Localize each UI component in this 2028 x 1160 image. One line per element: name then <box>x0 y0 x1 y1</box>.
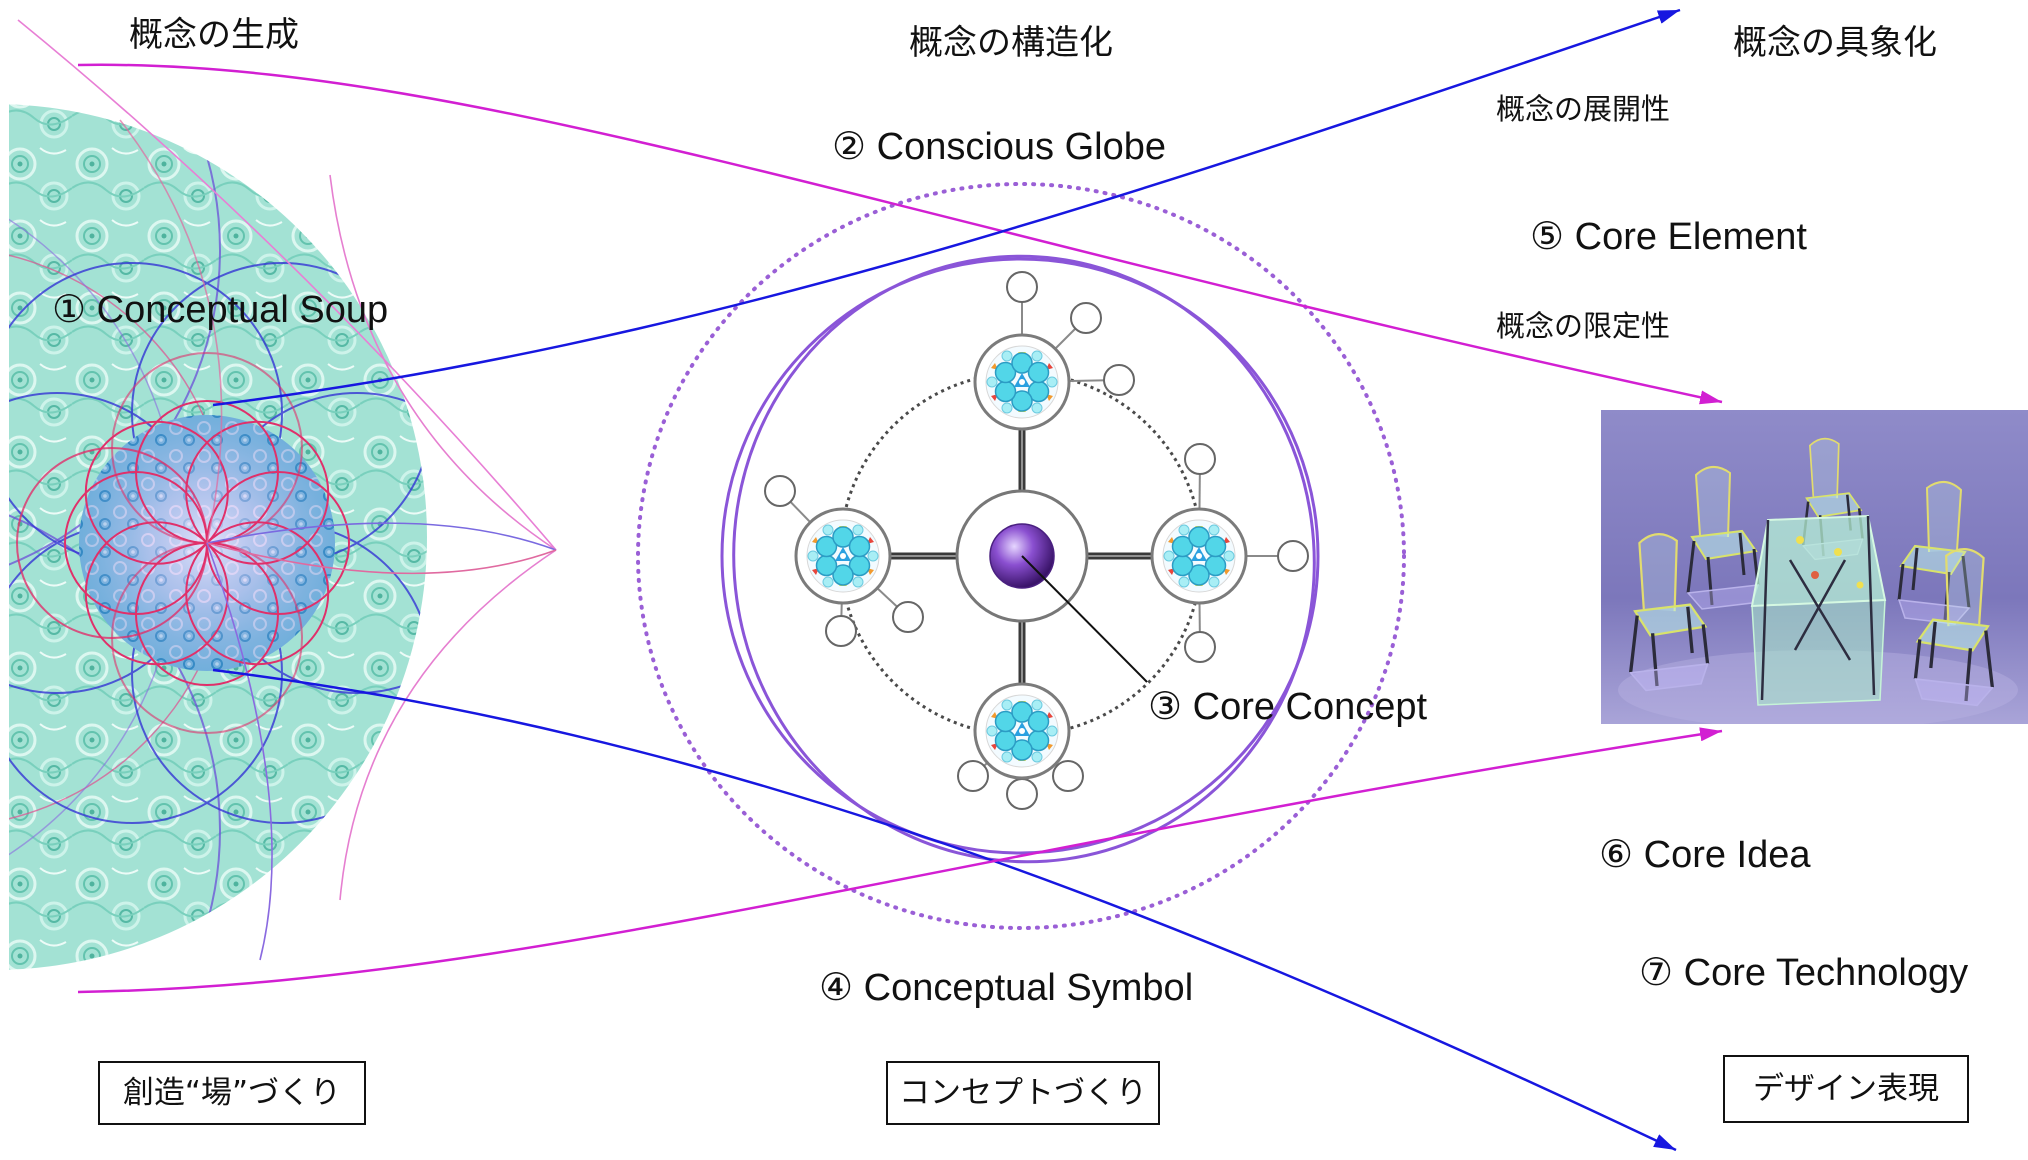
property-label-limitation: 概念の限定性 <box>1496 309 1671 343</box>
core-element-node-bottom <box>973 682 1071 780</box>
globe-inner-ring-b <box>732 254 1316 864</box>
caption-box-concept-making: コンセプトづくり <box>886 1061 1160 1125</box>
core-concept-pointer-line <box>1021 555 1148 683</box>
stage-heading-concretization: 概念の具象化 <box>1733 23 1937 63</box>
caption-box-design-expression: デザイン表現 <box>1723 1055 1969 1123</box>
core-element-node-left <box>794 507 892 605</box>
core-element-node-right <box>1150 507 1248 605</box>
stage-heading-generation: 概念の生成 <box>129 15 299 55</box>
glass-table <box>1750 514 1887 706</box>
satellite-circles <box>764 271 1309 810</box>
conscious-globe-graphic <box>636 182 1406 930</box>
label-core-technology: ⑦ Core Technology <box>1639 952 1969 994</box>
arrow-limitation-bottom-magenta <box>77 727 1723 994</box>
caption-text-field-creation: 創造“場”づくり <box>122 1074 342 1111</box>
property-label-expansion: 概念の展開性 <box>1496 92 1671 126</box>
arrow-limitation-bottom-blue <box>212 668 1677 1152</box>
globe-inner-ring-a <box>720 257 1320 855</box>
label-core-idea: ⑥ Core Idea <box>1599 834 1811 876</box>
furniture-render-image <box>1601 410 2028 724</box>
stage-heading-structuring: 概念の構造化 <box>909 23 1113 63</box>
label-core-element: ⑤ Core Element <box>1530 216 1807 258</box>
label-conceptual-symbol: ④ Conceptual Symbol <box>819 967 1194 1009</box>
soup-leaf-lines <box>17 19 557 961</box>
label-conceptual-soup: ① Conceptual Soup <box>52 289 389 331</box>
arrow-expansion-top-magenta <box>77 63 1723 405</box>
core-element-node-top <box>973 333 1071 431</box>
caption-text-concept-making: コンセプトづくり <box>899 1074 1147 1111</box>
label-conscious-globe: ② Conscious Globe <box>832 126 1167 168</box>
caption-box-field-creation: 創造“場”づくり <box>98 1061 366 1125</box>
globe-outer-dotted-ring <box>636 182 1406 930</box>
label-core-concept: ③ Core Concept <box>1148 686 1428 728</box>
arrow-expansion-top-blue <box>212 8 1681 407</box>
conceptual-soup-graphic <box>9 19 557 970</box>
caption-text-design-expression: デザイン表現 <box>1753 1070 1939 1107</box>
